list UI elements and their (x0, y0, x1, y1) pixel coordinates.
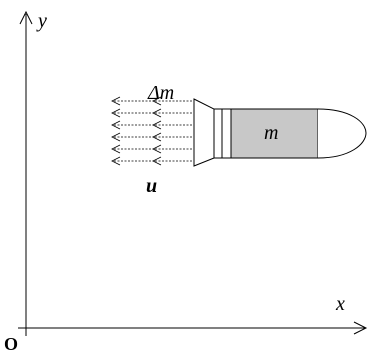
exhaust-arrow (152, 144, 193, 154)
rocket-nozzle (193, 98, 215, 167)
y-axis (19, 10, 33, 336)
rocket (193, 98, 367, 167)
exhaust-arrow (152, 156, 193, 166)
exhaust-arrow (152, 120, 193, 130)
exhaust-arrow (152, 96, 193, 106)
y-axis-arrowhead (19, 10, 33, 25)
origin-label: O (4, 334, 18, 354)
exhaust-arrow (111, 108, 156, 118)
exhaust-mass-label: Δm (147, 82, 174, 104)
exhaust-arrow (111, 156, 156, 166)
exhaust-arrow (152, 108, 193, 118)
rocket-nose (317, 108, 367, 159)
exhaust-arrow (111, 144, 156, 154)
rocket-body (230, 108, 319, 159)
x-axis (18, 321, 368, 335)
exhaust-velocity-label: u (146, 175, 157, 197)
exhaust-arrow (111, 132, 156, 142)
y-axis-label: y (36, 10, 47, 32)
x-axis-arrowhead (353, 321, 368, 335)
exhaust-arrow (111, 96, 156, 106)
exhaust-arrow (111, 120, 156, 130)
exhaust-lines (111, 96, 193, 166)
x-axis-label: x (335, 293, 345, 315)
exhaust-arrow (152, 132, 193, 142)
rocket-mass-label: m (264, 122, 278, 144)
